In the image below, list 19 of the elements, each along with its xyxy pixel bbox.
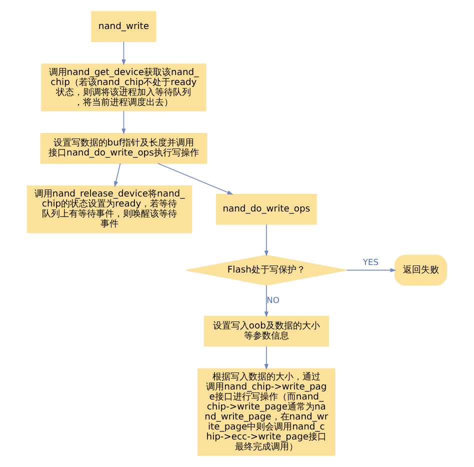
arrow <box>264 346 268 370</box>
edge-label: YES <box>362 257 379 268</box>
arrow <box>264 284 268 318</box>
node-box: 设置写入oob及数据的大小等参数信息 <box>204 316 329 347</box>
arrow <box>346 268 396 272</box>
arrow <box>122 110 126 134</box>
arrow <box>264 224 268 256</box>
edge-label: NO <box>266 294 280 305</box>
arrow <box>114 163 121 188</box>
node-diamond: Flash处于写保护？ <box>186 254 348 286</box>
node-box: 根据写入数据的大小，通过调用nand_chip->write_page接口进行写操作（而nand_chip->write_page通常为nand_write_page，在nand_write_page中则会调用nand_chip->ecc->write_page接口最终完成调用） <box>198 368 336 456</box>
node-box: 设置写数据的buf指针及长度并调用接口nand_do_write_ops执行写操作 <box>40 132 208 164</box>
arrow <box>122 41 126 66</box>
node-box: 返回失败 <box>394 254 448 286</box>
arrow <box>157 163 234 195</box>
node-box: 调用nand_get_device获取该nand_chip（若该nand_chip不处于ready状态，则调将该进程加入等待队列，将当前进程调度出去） <box>41 64 206 112</box>
node-box: nand_write <box>91 11 156 42</box>
node-box: 调用nand_release_device将nand_chip的状态设置为ready，若等待队列上有等待事件，则唤醒该等待事件 <box>26 186 192 234</box>
node-box: nand_do_write_ops <box>216 194 317 225</box>
